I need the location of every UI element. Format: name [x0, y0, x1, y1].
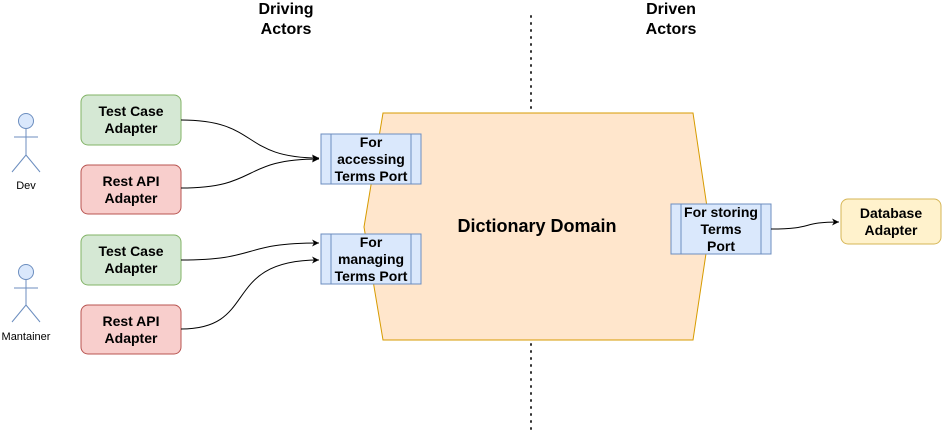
- adapter-box-3: [80, 234, 182, 286]
- port-storing-box: [670, 203, 772, 255]
- domain-hexagon: [363, 112, 711, 341]
- adapter-box-1: [80, 94, 182, 146]
- actor-dev-label: Dev: [16, 180, 36, 192]
- port-managing-box: [320, 233, 422, 285]
- actor-mantainer-label: Mantainer: [1, 331, 51, 343]
- actor-dev-icon: [11, 113, 41, 173]
- connector-rest1-to-accessing: [180, 155, 320, 189]
- actor-mantainer-icon: [11, 264, 41, 323]
- connector-test1-to-accessing: [180, 119, 320, 162]
- connector-storing-to-database: [770, 218, 840, 230]
- port-accessing-box: [320, 133, 422, 185]
- adapter-box-4: [80, 304, 182, 355]
- connector-rest2-to-managing: [180, 256, 320, 330]
- connector-test2-to-managing: [180, 239, 320, 261]
- database-adapter-box: [840, 198, 942, 245]
- adapter-box-2: [80, 164, 182, 215]
